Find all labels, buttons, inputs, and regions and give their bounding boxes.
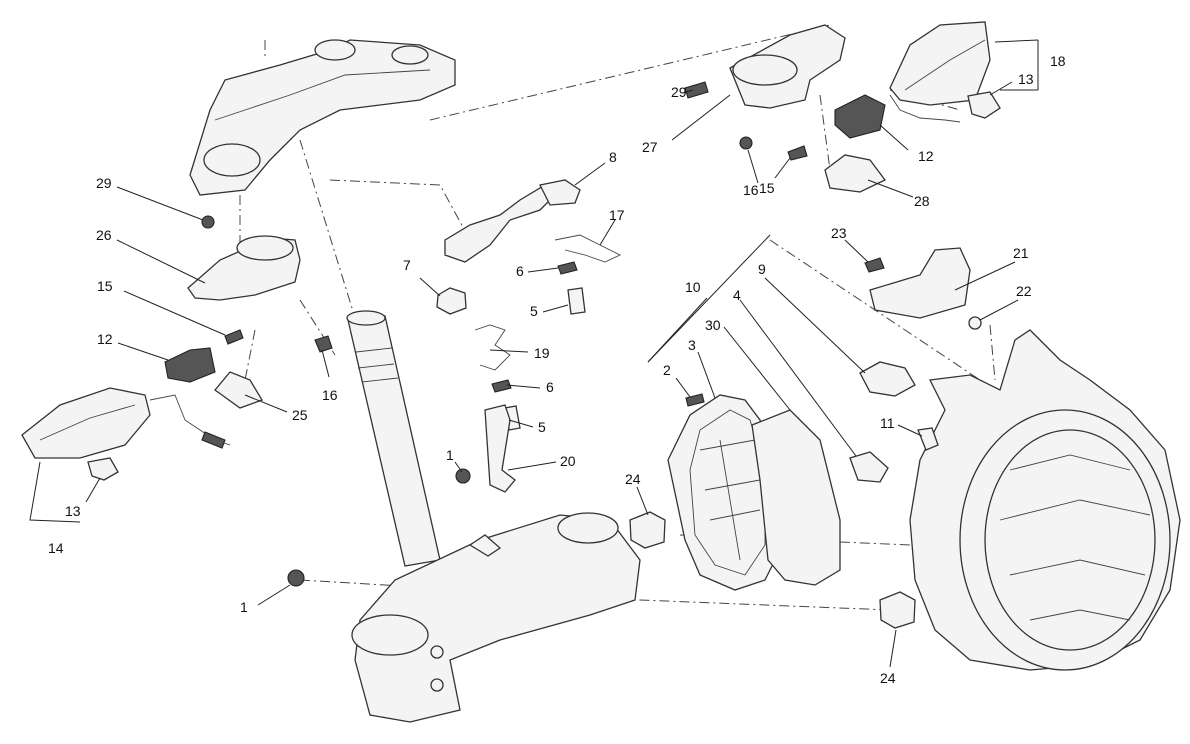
callout-label: 22 [1016, 283, 1032, 299]
callout-label: 23 [831, 225, 847, 241]
left-bracket-parts [164, 215, 333, 409]
callout-label: 16 [743, 182, 759, 198]
headlight-bracket [629, 393, 916, 629]
callout-label: 13 [65, 503, 81, 519]
callout-label: 9 [758, 261, 766, 277]
callout-label: 18 [1050, 53, 1066, 69]
left-turn-signal [21, 387, 231, 481]
callout-label: 1 [240, 599, 248, 615]
callout-label: 12 [918, 148, 934, 164]
headlight [849, 329, 1181, 671]
callout-label: 29 [96, 175, 112, 191]
callout-label: 7 [403, 257, 411, 273]
callout-label: 26 [96, 227, 112, 243]
callout-label: 29 [671, 84, 687, 100]
callout-label: 15 [97, 278, 113, 294]
callout-label: 30 [705, 317, 721, 333]
callout-label: 20 [560, 453, 576, 469]
callout-label: 10 [685, 279, 701, 295]
upper-triple-clamp [189, 39, 456, 196]
callout-label: 3 [688, 337, 696, 353]
lower-triple-clamp [351, 512, 641, 723]
leader-lines [29, 39, 1039, 668]
callout-label: 25 [292, 407, 308, 423]
callout-label: 28 [914, 193, 930, 209]
callout-label: 6 [516, 263, 524, 279]
callout-label: 27 [642, 139, 658, 155]
center-hardware [287, 179, 622, 587]
callout-label: 17 [609, 207, 625, 223]
callout-labels: 1 1 2 3 4 5 5 6 6 7 8 9 10 11 12 12 13 1… [48, 53, 1066, 686]
callout-label: 19 [534, 345, 550, 361]
callout-label: 12 [97, 331, 113, 347]
callout-label: 24 [625, 471, 641, 487]
callout-label: 14 [48, 540, 64, 556]
callout-label: 15 [759, 180, 775, 196]
right-upper-parts [684, 21, 1001, 330]
callout-label: 6 [546, 379, 554, 395]
steering-stem [346, 310, 441, 567]
callout-label: 1 [446, 447, 454, 463]
callout-label: 2 [663, 362, 671, 378]
callout-label: 5 [538, 419, 546, 435]
callout-label: 4 [733, 287, 741, 303]
callout-label: 5 [530, 303, 538, 319]
callout-label: 21 [1013, 245, 1029, 261]
callout-label: 11 [880, 415, 895, 431]
callout-label: 13 [1018, 71, 1034, 87]
callout-label: 16 [322, 387, 338, 403]
callout-label: 24 [880, 670, 896, 686]
callout-label: 8 [609, 149, 617, 165]
